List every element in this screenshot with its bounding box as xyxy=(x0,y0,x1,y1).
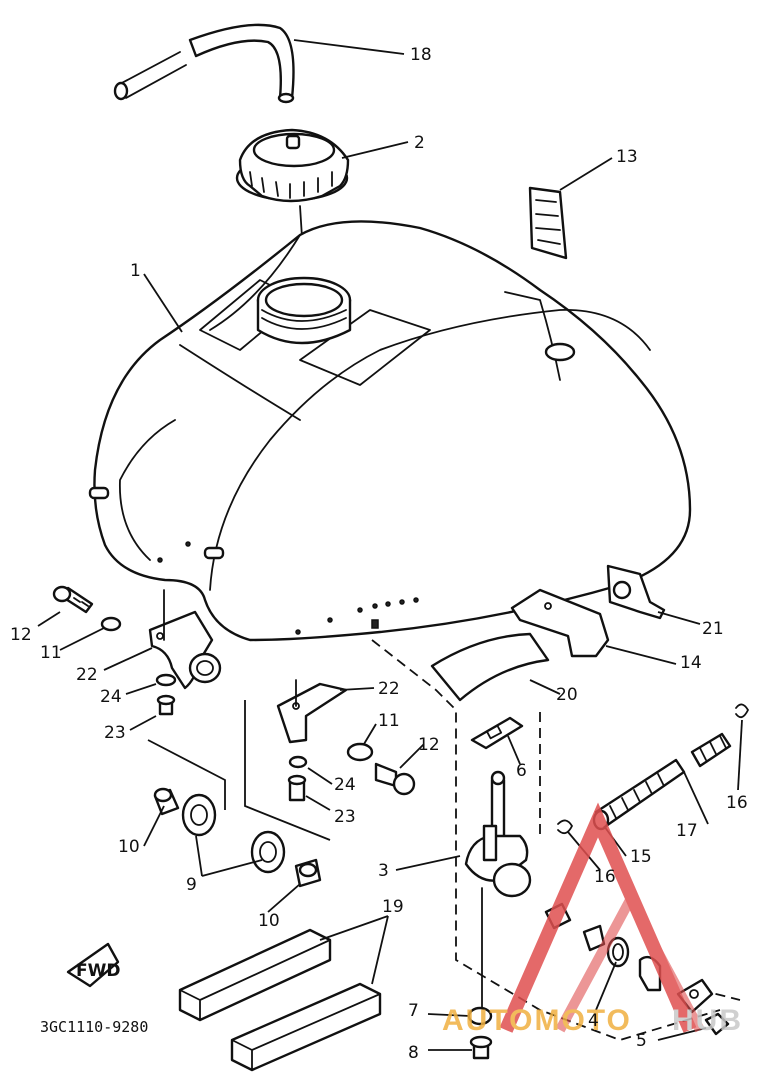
callout-18: 18 xyxy=(410,45,432,65)
bracket-21 xyxy=(606,564,666,620)
watermark-suffix: HUB xyxy=(672,1004,743,1037)
sponge-pads xyxy=(178,928,382,1072)
callout-10b: 10 xyxy=(258,911,280,931)
watermark-prefix: AUTOMOTO xyxy=(442,1004,632,1037)
callout-4: 4 xyxy=(588,1011,599,1031)
callout-22b: 22 xyxy=(378,679,400,699)
callout-1: 1 xyxy=(130,261,141,281)
left-mount-hardware xyxy=(52,585,222,716)
watermark-logo xyxy=(499,802,697,1033)
callout-14: 14 xyxy=(680,653,702,673)
callout-19: 19 xyxy=(382,897,404,917)
cover-20 xyxy=(430,632,550,702)
callout-leaders xyxy=(37,39,743,1051)
breather-hose xyxy=(113,23,295,104)
watermark: AUTOMOTO HUB xyxy=(442,802,743,1037)
callout-23a: 23 xyxy=(104,723,126,743)
right-mount-hardware xyxy=(276,679,416,802)
callout-20: 20 xyxy=(556,685,578,705)
callout-5: 5 xyxy=(636,1031,647,1051)
dampers-and-collars xyxy=(147,700,331,888)
fwd-label: FWD xyxy=(76,961,120,981)
part-code: 3GC1110-9280 xyxy=(40,1018,148,1036)
callout-2: 2 xyxy=(414,133,425,153)
callout-24b: 24 xyxy=(334,775,356,795)
clip-part xyxy=(528,186,568,260)
callout-7: 7 xyxy=(408,1001,419,1021)
callout-9: 9 xyxy=(186,875,197,895)
fwd-arrow: FWD xyxy=(66,942,120,988)
callout-16b: 16 xyxy=(594,867,616,887)
callout-21: 21 xyxy=(702,619,724,639)
callout-22a: 22 xyxy=(76,665,98,685)
fuel-cap xyxy=(235,128,350,203)
callout-numbers: 18 2 13 1 12 11 22 24 23 22 11 12 24 23 … xyxy=(10,45,748,1063)
callout-12b: 12 xyxy=(418,735,440,755)
callout-11b: 11 xyxy=(378,711,400,731)
fuel-hoses xyxy=(557,703,749,835)
callout-24a: 24 xyxy=(100,687,122,707)
fuel-tank xyxy=(88,220,692,642)
callout-3: 3 xyxy=(378,861,389,881)
callout-11a: 11 xyxy=(40,643,62,663)
protector-14 xyxy=(510,588,610,658)
callout-10a: 10 xyxy=(118,837,140,857)
callout-6: 6 xyxy=(516,761,527,781)
callout-17: 17 xyxy=(676,821,698,841)
callout-23b: 23 xyxy=(334,807,356,827)
callout-16a: 16 xyxy=(726,793,748,813)
callout-8: 8 xyxy=(408,1043,419,1063)
callout-15: 15 xyxy=(630,847,652,867)
callout-12a: 12 xyxy=(10,625,32,645)
callout-13: 13 xyxy=(616,147,638,167)
